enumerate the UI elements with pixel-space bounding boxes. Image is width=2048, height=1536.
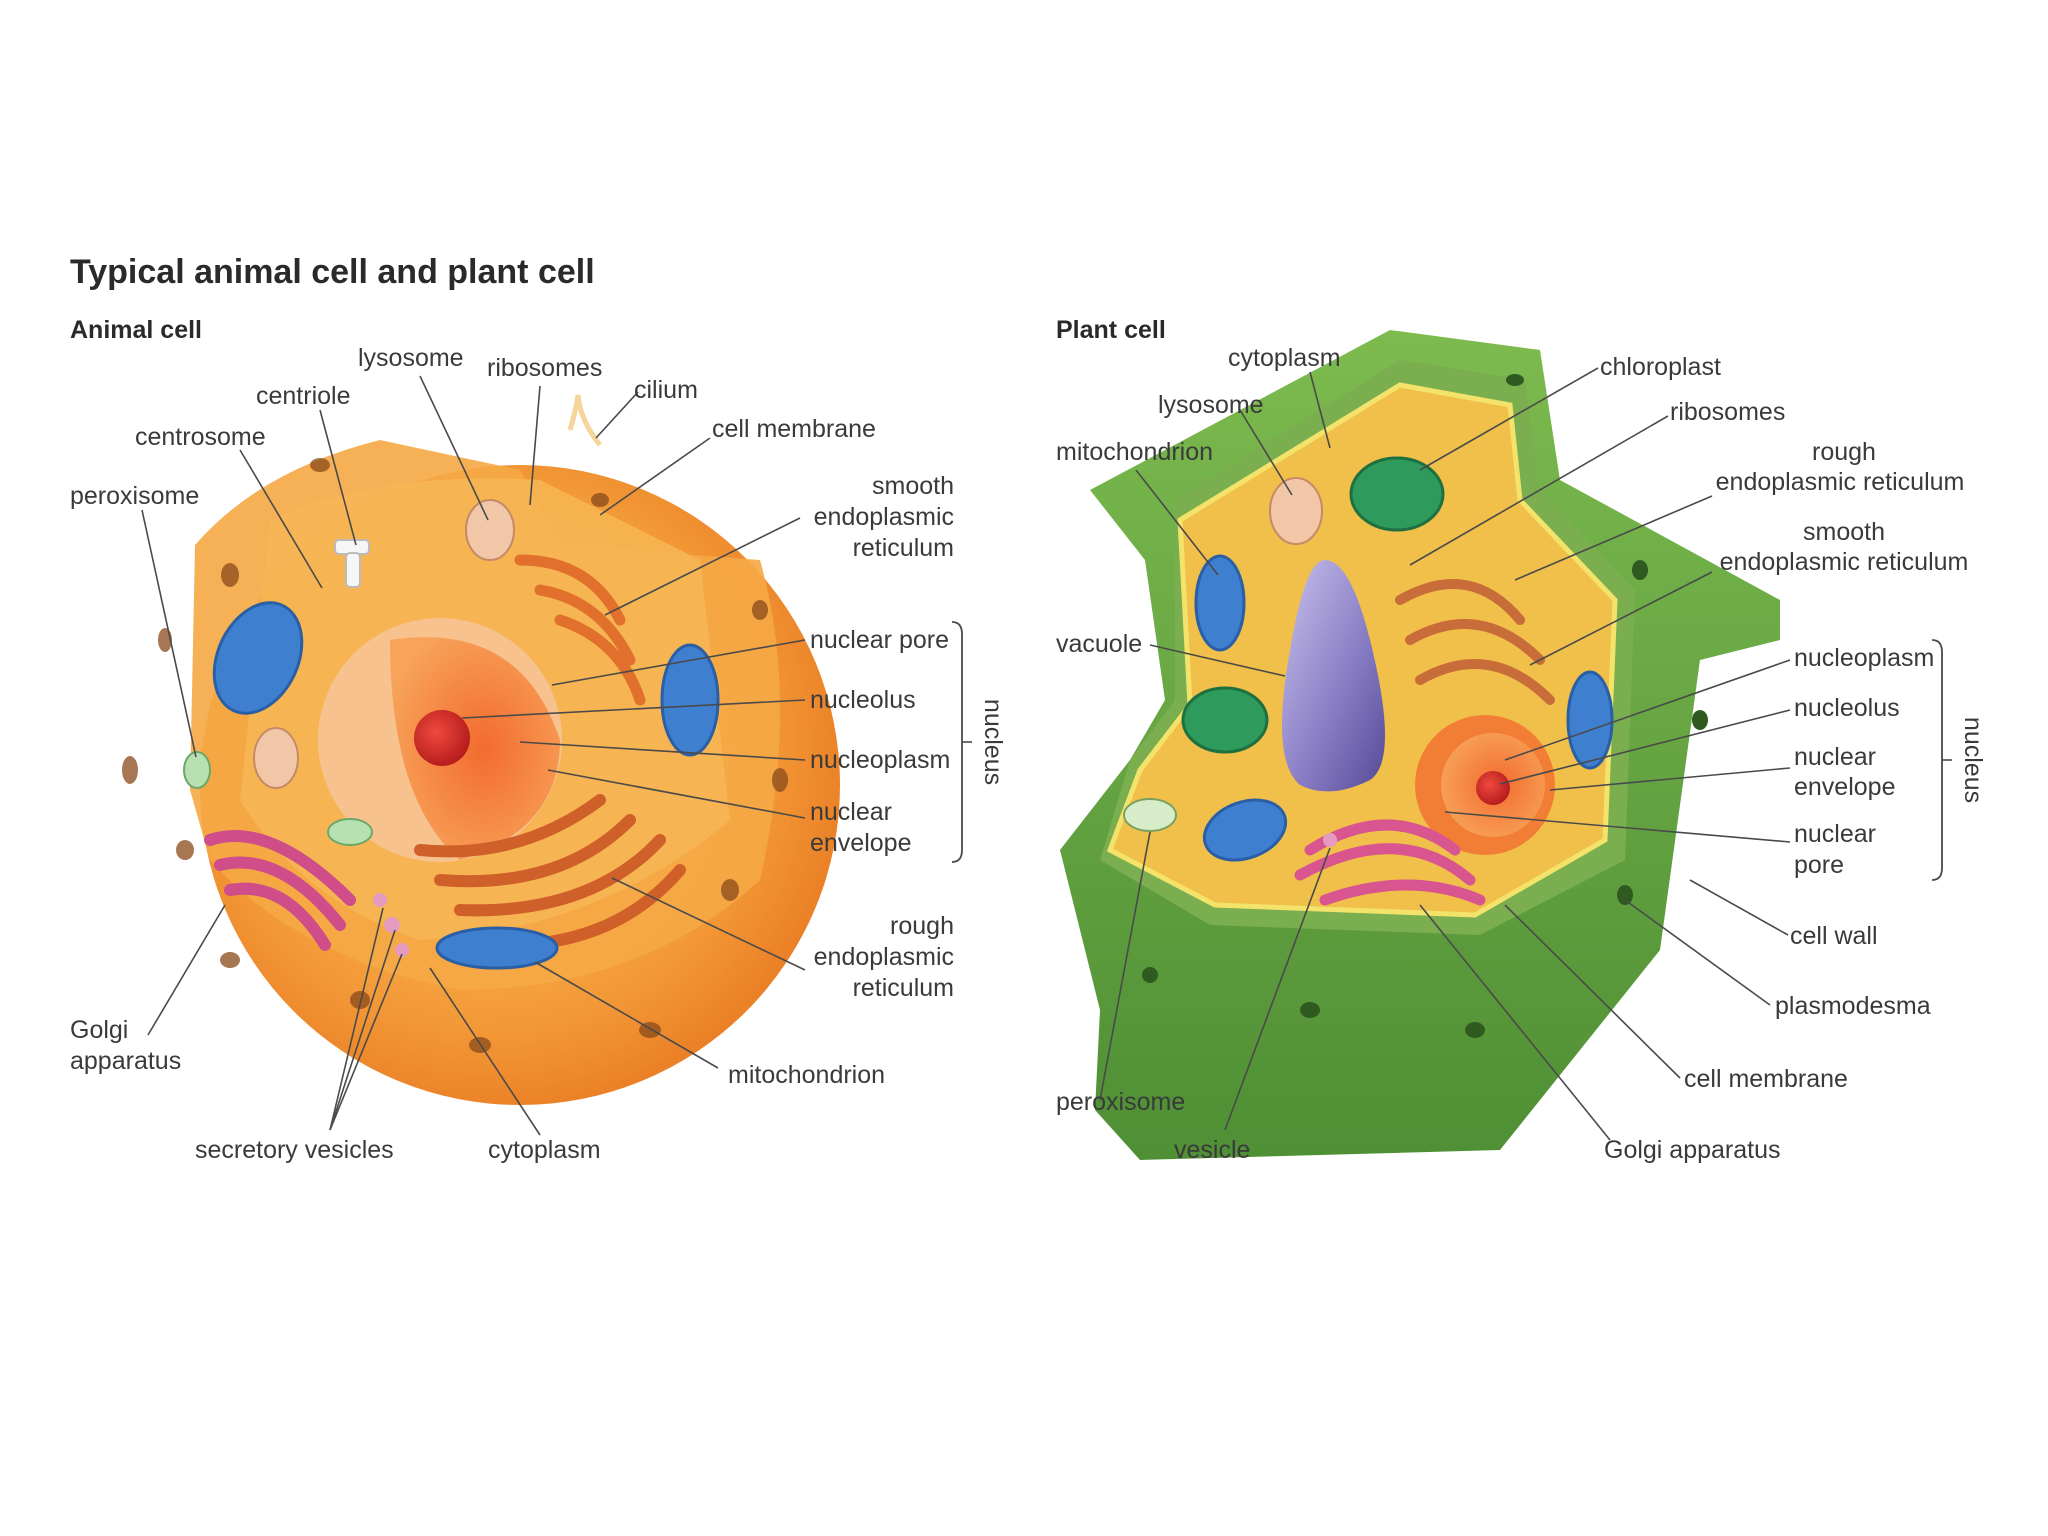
label-plant-peroxisome: peroxisome — [1056, 1088, 1185, 1116]
animal-cell-heading: Animal cell — [70, 316, 202, 344]
label-plant-ser-2: endoplasmic reticulum — [1720, 548, 1969, 576]
label-animal-nucleolus: nucleolus — [810, 686, 916, 714]
plant-chloroplasts — [1181, 456, 1445, 754]
label-plant-ribosomes: ribosomes — [1670, 398, 1785, 426]
label-animal-centriole: centriole — [256, 382, 351, 410]
label-plant-nuclear-envelope-2: envelope — [1794, 773, 1895, 801]
plant-leader-lines — [1099, 367, 1952, 1141]
label-plant-nuclear-pore-1: nuclear — [1794, 820, 1876, 848]
animal-nucleolus — [414, 710, 470, 766]
plant-vesicle — [1323, 833, 1337, 847]
animal-centriole — [334, 539, 370, 588]
plant-endoplasmic-reticulum — [1395, 579, 1555, 705]
plant-nucleolus — [1476, 771, 1510, 805]
label-plant-ser-1: smooth — [1803, 518, 1885, 546]
label-animal-nucleoplasm: nucleoplasm — [810, 746, 950, 774]
label-animal-nuclear-pore: nuclear pore — [810, 626, 949, 654]
label-animal-nuclear-envelope-2: envelope — [810, 829, 911, 857]
label-plant-cytoplasm: cytoplasm — [1228, 344, 1341, 372]
label-animal-ser-1: smooth — [872, 472, 954, 500]
label-plant-golgi: Golgi apparatus — [1604, 1136, 1781, 1164]
animal-leader-lines — [141, 375, 972, 1136]
animal-cilium — [567, 394, 602, 447]
label-animal-golgi-2: apparatus — [70, 1047, 181, 1075]
label-plant-nuclear-envelope-1: nuclear — [1794, 743, 1876, 771]
animal-lysosome — [465, 499, 515, 561]
plant-vacuole — [1282, 560, 1385, 792]
label-animal-nucleus: nucleus — [979, 699, 1007, 785]
animal-smooth-er — [514, 554, 646, 706]
animal-nucleoplasm — [390, 637, 560, 860]
plant-cell-illustration — [1060, 330, 1780, 1160]
label-plant-vacuole: vacuole — [1056, 630, 1142, 658]
plant-cell-heading: Plant cell — [1056, 316, 1166, 344]
label-plant-nucleus: nucleus — [1959, 717, 1987, 803]
plant-labels: cytoplasm chloroplast lysosome ribosomes… — [1056, 344, 1987, 1164]
label-animal-lysosome: lysosome — [358, 344, 464, 372]
label-plant-nucleolus: nucleolus — [1794, 694, 1900, 722]
label-animal-mitochondrion: mitochondrion — [728, 1061, 885, 1089]
animal-cell-illustration — [122, 394, 840, 1105]
label-animal-cytoplasm: cytoplasm — [488, 1136, 601, 1164]
label-animal-rer-3: reticulum — [853, 974, 954, 1002]
label-plant-plasmodesma: plasmodesma — [1775, 992, 1931, 1020]
label-animal-golgi-1: Golgi — [70, 1016, 128, 1044]
label-animal-cell-membrane: cell membrane — [712, 415, 876, 443]
plant-peroxisome — [1123, 798, 1177, 832]
animal-peroxisome — [183, 751, 211, 789]
animal-secretory-vesicles — [373, 893, 409, 957]
label-animal-peroxisome: peroxisome — [70, 482, 199, 510]
label-animal-nuclear-envelope-1: nuclear — [810, 798, 892, 826]
label-plant-nucleoplasm: nucleoplasm — [1794, 644, 1934, 672]
plant-plasmodesmata — [1142, 374, 1708, 1038]
label-animal-secretory-vesicles: secretory vesicles — [195, 1136, 394, 1164]
animal-golgi — [204, 830, 356, 951]
label-plant-cell-membrane: cell membrane — [1684, 1065, 1848, 1093]
animal-peroxisome-2 — [327, 818, 373, 846]
label-plant-rer-2: endoplasmic reticulum — [1716, 468, 1965, 496]
label-plant-lysosome: lysosome — [1158, 391, 1264, 419]
label-animal-ser-2: endoplasmic — [814, 503, 954, 531]
label-animal-ser-3: reticulum — [853, 534, 954, 562]
label-plant-nuclear-pore-2: pore — [1794, 851, 1844, 879]
animal-surface-pits — [122, 458, 788, 1053]
label-plant-cell-wall: cell wall — [1790, 922, 1878, 950]
label-animal-ribosomes: ribosomes — [487, 354, 602, 382]
label-animal-rer-1: rough — [890, 912, 954, 940]
plant-lysosome — [1269, 477, 1323, 545]
animal-mitochondria — [212, 601, 720, 970]
animal-lysosome-2 — [253, 727, 299, 789]
plant-mitochondria — [1194, 554, 1614, 862]
label-plant-mitochondrion: mitochondrion — [1056, 438, 1213, 466]
label-plant-vesicle: vesicle — [1174, 1136, 1250, 1164]
label-plant-rer-1: rough — [1812, 438, 1876, 466]
label-animal-rer-2: endoplasmic — [814, 943, 954, 971]
figure-title: Typical animal cell and plant cell — [70, 253, 595, 291]
label-plant-chloroplast: chloroplast — [1600, 353, 1721, 381]
animal-labels: lysosome ribosomes centriole cilium cent… — [70, 344, 1007, 1164]
label-animal-cilium: cilium — [634, 376, 698, 404]
label-animal-centrosome: centrosome — [135, 423, 266, 451]
